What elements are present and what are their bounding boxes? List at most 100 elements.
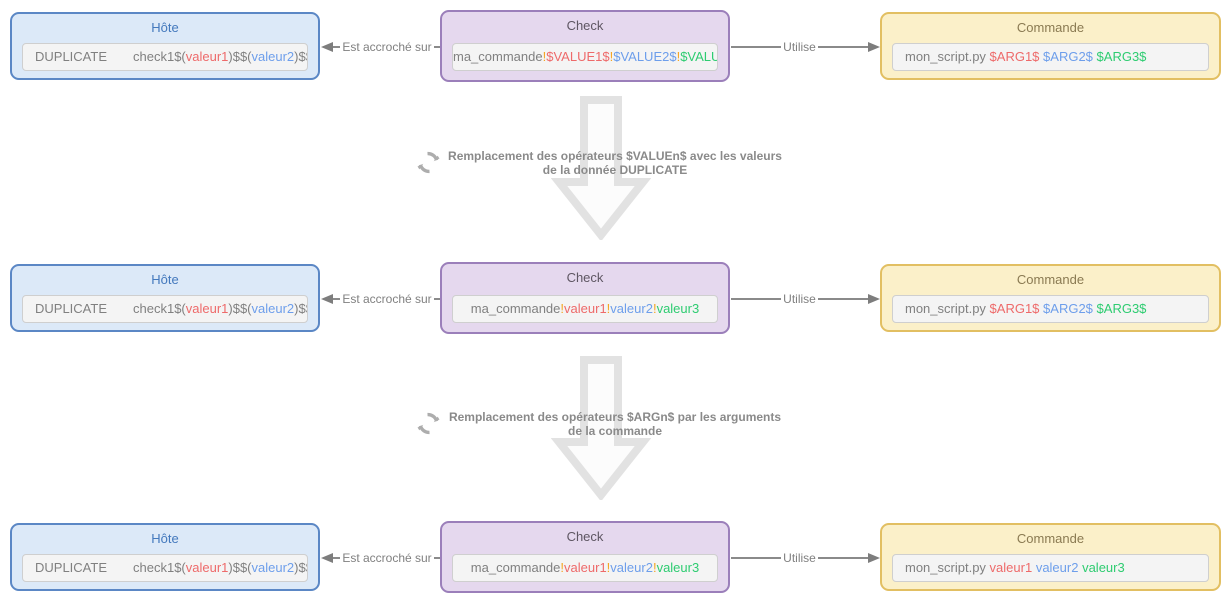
code-segment: mon_script.py [905,301,990,316]
code-segment: $ARG1$ [989,301,1040,316]
command-box: Commande mon_script.py $ARG1$ $ARG2$ $AR… [880,264,1221,332]
code-segment: $ARG2$ [1043,49,1093,64]
command-code: mon_script.py $ARG1$ $ARG2$ $ARG3$ [892,295,1209,323]
code-segment: valeur2 [610,560,653,575]
arrowhead-right-icon [868,42,881,52]
code-segment: ! [560,560,565,575]
connector-line [433,557,441,559]
connector-label: Utilise [783,40,816,54]
command-box: Commande mon_script.py valeur1 valeur2 v… [880,523,1221,591]
connector-label: Utilise [783,292,816,306]
transform-caption-line: de la commande [567,424,663,438]
code-segment: ma_commande [470,301,561,316]
connector-uses: Utilise [731,550,881,566]
code-segment: ! [652,301,657,316]
arrowhead-right-icon [868,553,881,563]
transform-caption-1: Remplacement des opérateurs $VALUEn$ ave… [445,149,785,177]
code-segment: mon_script.py [905,49,990,64]
code-segment: DUPLICATE [35,560,107,575]
code-segment: )$$( [228,49,252,64]
code-segment: valeur2 [251,301,295,316]
code-segment: valeur1 [185,49,229,64]
connector-label: Est accroché sur [342,40,432,54]
check-code: ma_commande!valeur1!valeur2!valeur3 [452,554,718,582]
check-box-title: Check [566,270,604,285]
check-box: Check ma_commande!valeur1!valeur2!valeur… [440,521,730,593]
check-code: ma_commande!valeur1!valeur2!valeur3 [452,295,718,323]
connector-label: Est accroché sur [342,551,432,565]
connector-uses: Utilise [731,291,881,307]
code-segment: valeur2 [610,301,653,316]
code-segment: valeur1 [564,560,607,575]
code-segment: DUPLICATE [35,301,107,316]
down-arrow-icon [551,356,651,500]
connector-attached-to: Est accroché sur [321,291,441,307]
code-segment: $VALUE3$ [680,49,717,64]
host-box-title: Hôte [151,531,179,546]
code-segment: $ARG3$ [1096,301,1147,316]
code-segment: $VALUE2$ [613,49,677,64]
code-segment: valeur3 [1082,560,1125,575]
check-box-title: Check [566,529,604,544]
code-segment: valeur2 [1035,560,1079,575]
connector-label: Utilise [783,551,816,565]
arrowhead-left-icon [321,42,333,52]
code-segment: ! [606,301,611,316]
code-segment: valeur1 [989,560,1033,575]
host-code: DUPLICATEcheck1$(valeur1)$$(valeur2)$$(v… [22,43,308,71]
connector-line [433,46,441,48]
code-segment: ! [652,560,657,575]
code-segment: valeur1 [185,301,229,316]
down-arrow-icon [551,96,651,240]
transform-caption-2: Remplacement des opérateurs $ARGn$ par l… [445,410,785,438]
connector-line [333,298,341,300]
sync-icon [417,412,440,435]
code-segment: ! [542,49,547,64]
host-box-title: Hôte [151,272,179,287]
command-box-title: Commande [1016,272,1085,287]
check-box-title: Check [566,18,604,33]
code-segment: $ARG2$ [1043,301,1093,316]
code-segment: )$$( [228,560,252,575]
code-segment: valeur3 [656,560,700,575]
command-box: Commande mon_script.py $ARG1$ $ARG2$ $AR… [880,12,1221,80]
transform-caption-line: Remplacement des opérateurs $ARGn$ par l… [448,410,782,424]
code-segment: )$$( [294,49,307,64]
check-box: Check ma_commande!valeur1!valeur2!valeur… [440,262,730,334]
connector-line [731,298,782,300]
code-segment: valeur1 [185,560,229,575]
code-segment: DUPLICATE [35,49,107,64]
code-segment: $ARG3$ [1096,49,1147,64]
connector-line [731,557,782,559]
connector-label: Est accroché sur [342,292,432,306]
arrowhead-right-icon [868,294,881,304]
code-segment: ! [676,49,681,64]
transform-caption-line: Remplacement des opérateurs $VALUEn$ ave… [448,149,782,163]
connector-line [731,46,782,48]
check-code: ma_commande!$VALUE1$!$VALUE2$!$VALUE3$ [452,43,718,71]
connector-line [433,298,441,300]
code-segment: valeur3 [656,301,700,316]
command-code: mon_script.py $ARG1$ $ARG2$ $ARG3$ [892,43,1209,71]
transform-caption-line: de la donnée DUPLICATE [542,163,688,177]
connector-line [333,46,341,48]
check-box: Check ma_commande!$VALUE1$!$VALUE2$!$VAL… [440,10,730,82]
connector-line [817,557,869,559]
code-segment: check1$( [133,301,186,316]
code-segment: check1$( [133,49,186,64]
connector-line [817,298,869,300]
code-segment: ma_commande [453,49,543,64]
code-segment: valeur2 [251,49,295,64]
arrowhead-left-icon [321,553,333,563]
connector-uses: Utilise [731,39,881,55]
code-segment: check1$( [133,560,186,575]
host-code: DUPLICATEcheck1$(valeur1)$$(valeur2)$$(v… [22,295,308,323]
command-code: mon_script.py valeur1 valeur2 valeur3 [892,554,1209,582]
connector-attached-to: Est accroché sur [321,550,441,566]
host-box-title: Hôte [151,20,179,35]
